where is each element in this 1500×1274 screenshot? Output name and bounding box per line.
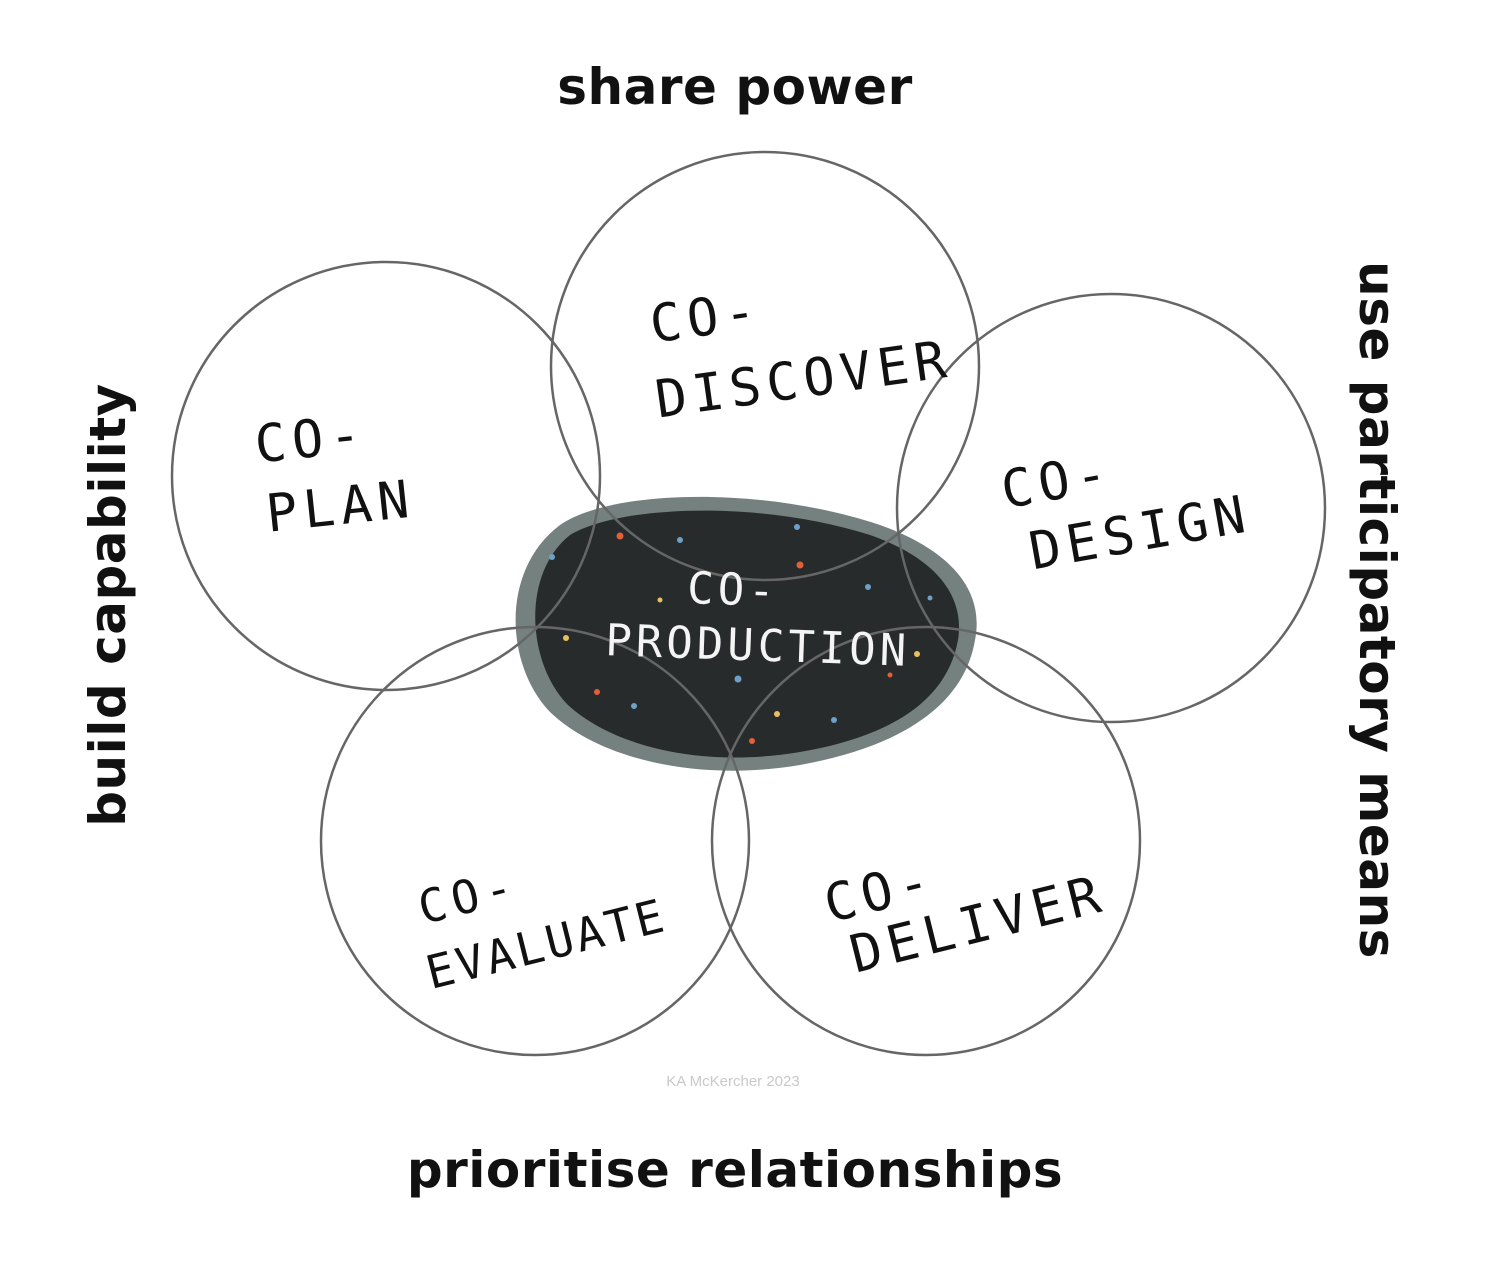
label-co-production: CO- PRODUCTION — [604, 563, 911, 677]
top-label-share-power: share power — [557, 58, 913, 116]
blob-speckles — [549, 524, 933, 744]
co-production-line2: PRODUCTION — [604, 615, 911, 677]
co-production-line1: CO- — [686, 563, 779, 617]
circle-co-deliver — [710, 625, 1142, 1057]
label-co-evaluate: CO- EVALUATE — [413, 858, 672, 1000]
co-production-blob — [515, 496, 977, 771]
credit-text: KA McKercher 2023 — [666, 1073, 800, 1090]
circle-co-discover — [549, 150, 981, 582]
circle-co-plan — [170, 260, 602, 692]
label-co-deliver: CO- DELIVER — [818, 850, 1112, 986]
circle-co-evaluate — [319, 625, 751, 1057]
co-discover-line1: CO- — [646, 281, 765, 356]
blob-inner-core — [535, 510, 959, 758]
co-plan-line2: PLAN — [263, 469, 418, 544]
label-co-plan: CO- PLAN — [252, 404, 418, 545]
label-co-design: CO- DESIGN — [997, 443, 1256, 583]
circle-co-design — [895, 292, 1327, 724]
bottom-label-prioritise-relationships: prioritise relationships — [406, 1141, 1064, 1199]
co-plan-line1: CO- — [252, 404, 370, 475]
label-co-discover: CO- DISCOVER — [646, 281, 955, 431]
co-evaluate-line1: CO- — [413, 858, 524, 935]
